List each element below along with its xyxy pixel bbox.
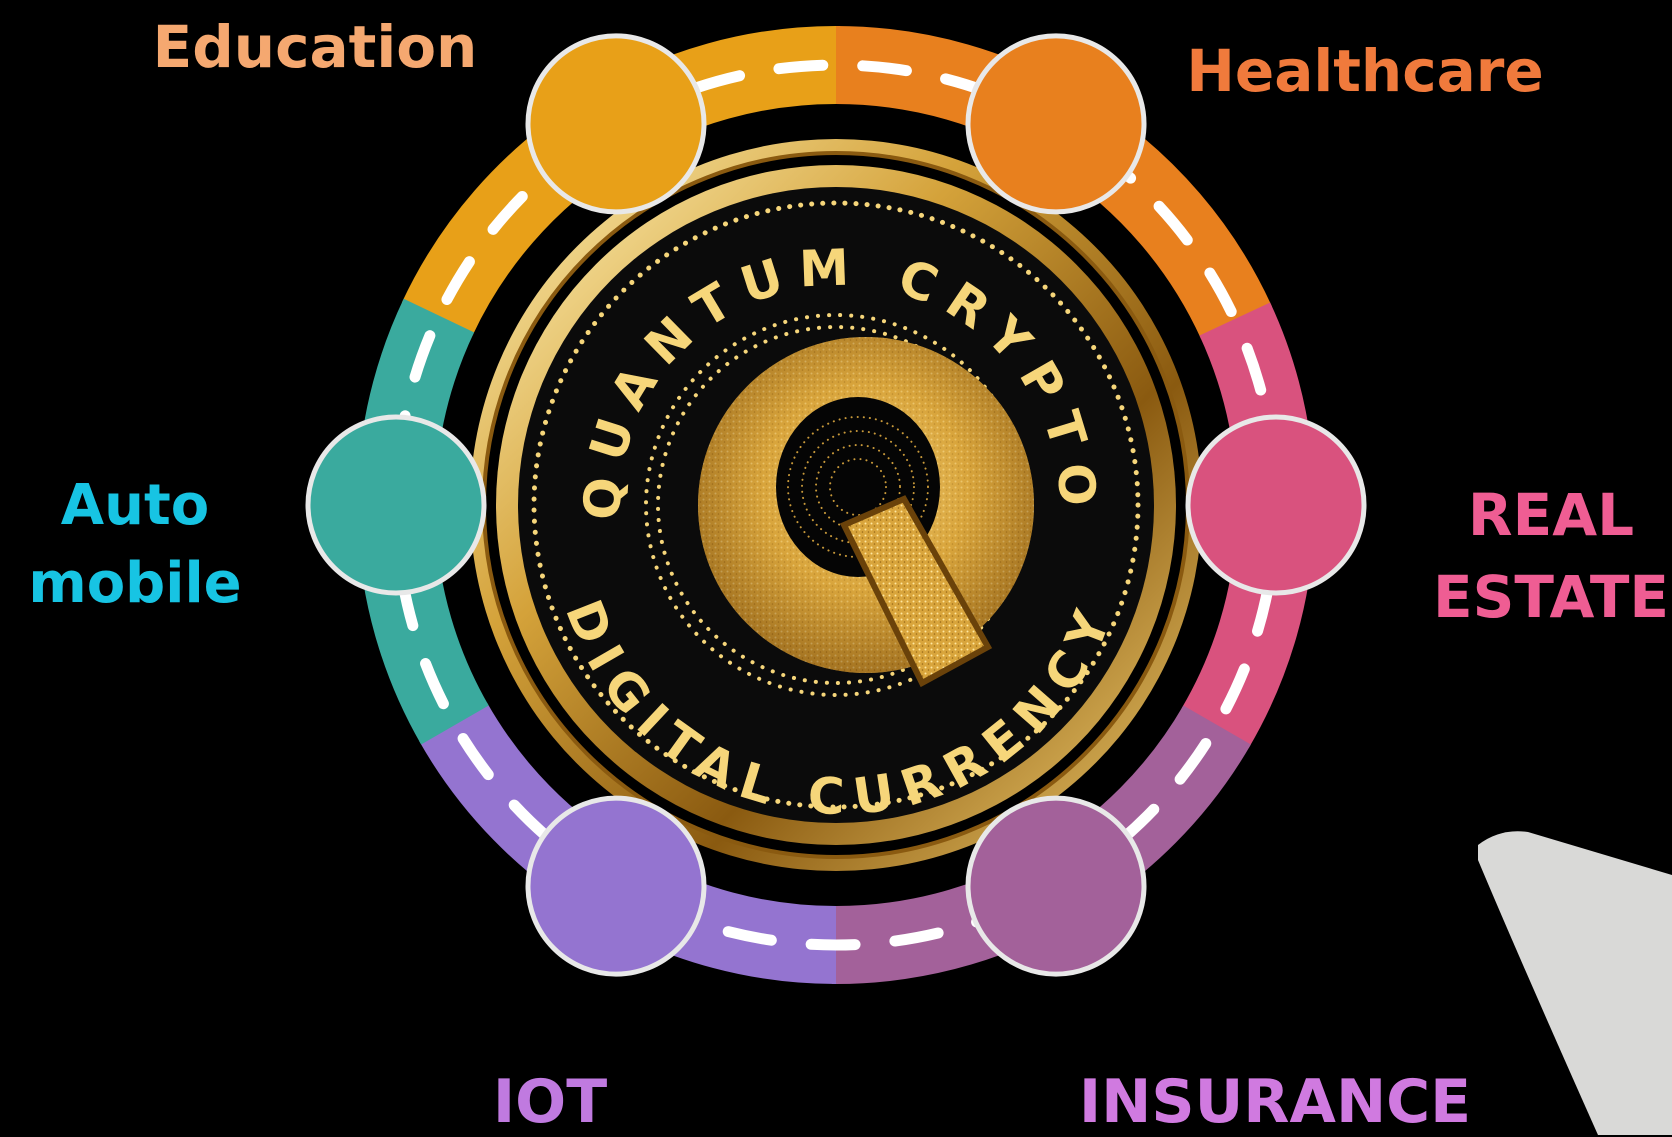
node-circle-insurance (965, 795, 1147, 977)
label-line-iot-0: IOT (492, 1067, 608, 1137)
label-line-automobile-0: Auto (60, 473, 210, 538)
node-circle-iot (525, 795, 707, 977)
label-line-healthcare-0: Healthcare (1186, 37, 1544, 105)
label-education: Education (150, 18, 480, 76)
q-inner-dots (829, 458, 887, 516)
label-line-realestate-0: REAL (1467, 481, 1635, 549)
q-inner-dots (801, 430, 915, 544)
label-insurance: INSURANCE (1050, 1072, 1500, 1132)
node-circle-realestate (1185, 414, 1367, 596)
node-circle-education (525, 33, 707, 215)
label-line-realestate-1: ESTATE (1432, 563, 1670, 631)
device-corner-shape (1478, 831, 1672, 1135)
label-line-insurance-0: INSURANCE (1078, 1067, 1472, 1137)
q-inner-dots (815, 444, 901, 530)
node-circle-automobile (305, 414, 487, 596)
coin-dot-ring (531, 200, 1141, 810)
label-line-automobile-1: mobile (28, 551, 242, 616)
label-healthcare: Healthcare (1185, 42, 1545, 100)
node-circle-healthcare (965, 33, 1147, 215)
label-iot: IOT (440, 1072, 660, 1132)
label-line-education-0: Education (152, 13, 478, 81)
q-tail (839, 495, 993, 688)
